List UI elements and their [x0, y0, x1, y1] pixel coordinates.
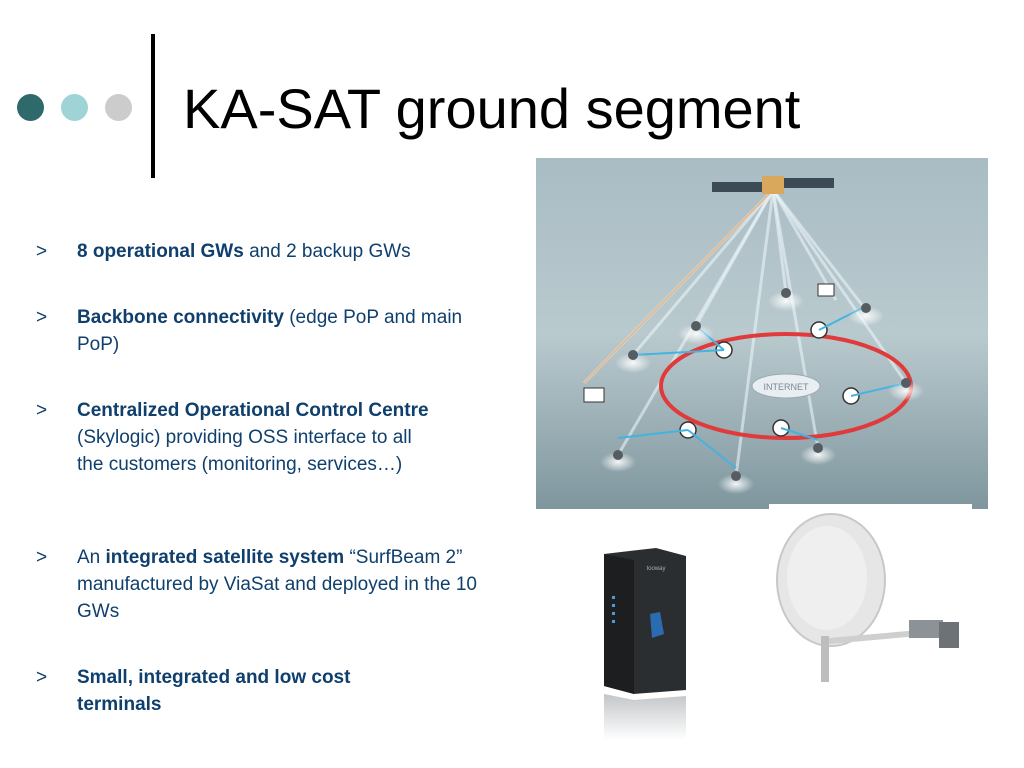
internet-cloud	[751, 373, 821, 399]
bullet-marker: >	[36, 547, 48, 568]
title-divider	[151, 34, 155, 178]
bullet-text: “SurfBeam 2” manufactured by ViaSat and …	[77, 547, 477, 622]
satellite-dish-illustration	[769, 504, 972, 682]
bullet-bold-text: integrated satellite system	[105, 547, 345, 568]
satellite-icon	[712, 176, 834, 194]
bullet-marker: >	[36, 667, 48, 688]
gateway-glows	[600, 291, 924, 494]
title-decoration-dots	[17, 94, 132, 122]
modem-leds	[612, 596, 615, 623]
decoration-dot-light	[61, 94, 88, 121]
dish-lnb	[909, 620, 943, 638]
modem-logo	[650, 612, 664, 638]
decoration-dot-gray	[105, 94, 132, 121]
bullet-bold-text: 8 operational GWs	[77, 241, 244, 262]
decoration-dot-dark	[17, 94, 44, 121]
pop-building	[817, 283, 835, 297]
slide-title: KA-SAT ground segment	[183, 77, 801, 140]
bullet-lead-text: An	[77, 547, 106, 568]
modem-brand-label: tooway	[646, 566, 665, 572]
internet-label: INTERNET	[764, 382, 810, 392]
bullet-marker: >	[36, 241, 48, 262]
control-centre-building	[583, 387, 605, 403]
bullet-bold-text: Backbone connectivity	[77, 307, 284, 328]
bullet-text: (edge PoP and main PoP)	[77, 307, 463, 355]
bullet-bold-text: Centralized Operational Control Centre	[77, 400, 429, 421]
dish-mount-pole	[821, 636, 829, 682]
gateway-dishes	[613, 288, 911, 481]
dish-arm	[829, 630, 919, 644]
modem-illustration: tooway	[604, 548, 686, 740]
satellite-network-illustration: INTERNET	[536, 158, 988, 509]
bullet-bold-text: Small, integrated and low cost terminals	[77, 667, 351, 715]
backbone-link	[583, 189, 774, 384]
bullet-marker: >	[36, 400, 48, 421]
bullet-marker: >	[36, 307, 48, 328]
bullet-text: (Skylogic) providing OSS interface to al…	[77, 427, 412, 475]
bullet-text: and 2 backup GWs	[243, 241, 411, 262]
